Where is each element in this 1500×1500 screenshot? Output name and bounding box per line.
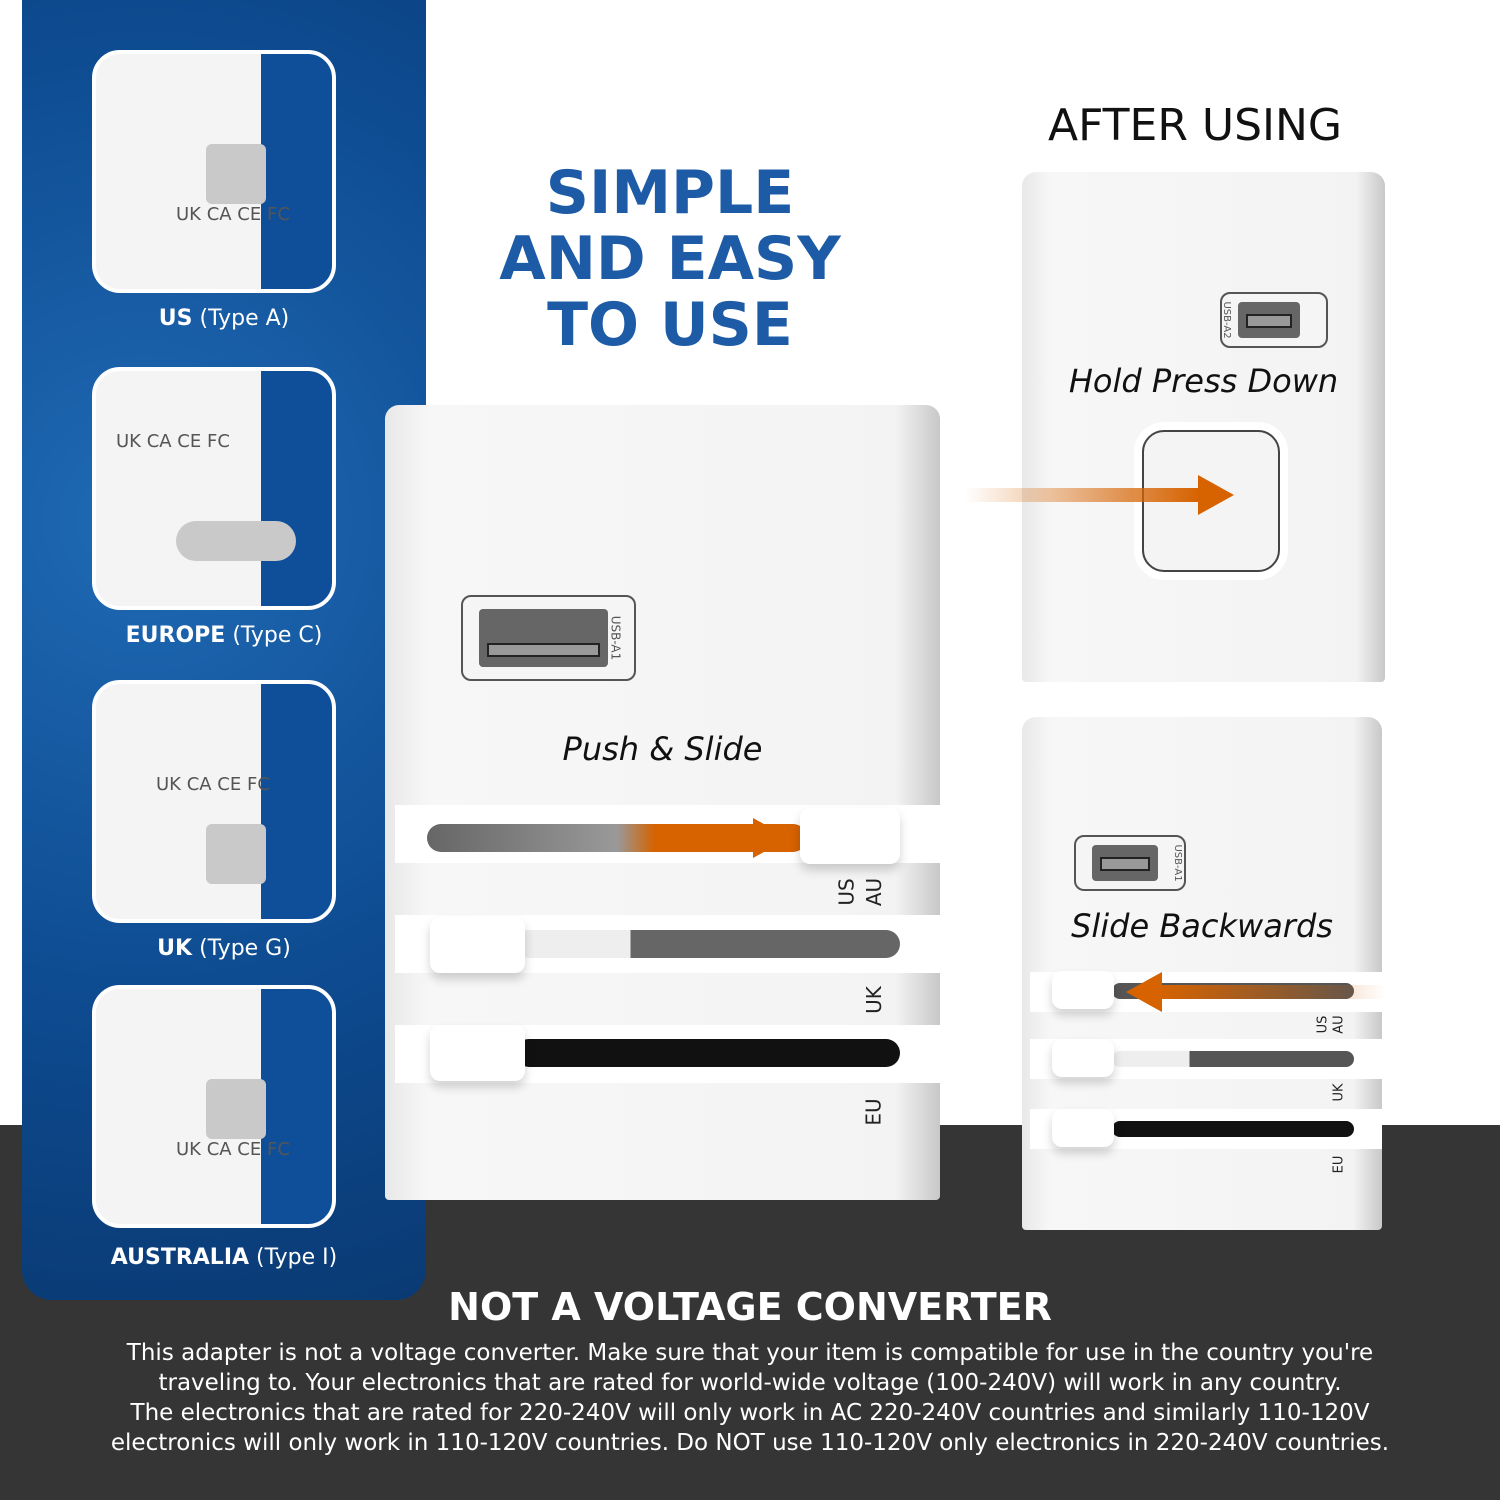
uk-slider-track[interactable] <box>515 930 900 958</box>
instruction-text: Hold Press Down <box>1068 362 1339 400</box>
cert-marks: UK CA CE FC <box>116 431 230 452</box>
plug-image <box>176 521 296 561</box>
instruction-text: Slide Backwards <box>1071 907 1333 945</box>
after-using-heading: AFTER USING <box>1048 100 1342 151</box>
plug-image <box>206 144 266 204</box>
warning-text: This adapter is not a voltage converter.… <box>110 1340 1390 1456</box>
eu-slider-knob[interactable] <box>430 1025 525 1081</box>
main-adapter: USB-A1 Push & Slide US AU UK EU <box>385 405 940 1200</box>
plug-label-europe: EUROPE (Type C) <box>125 623 323 648</box>
eu-slider-track[interactable] <box>515 1039 900 1067</box>
adapter-slide-back: USB-A1 Slide Backwards US AU UK EU <box>1022 717 1382 1230</box>
adapter-after-using: USB-A2 Hold Press Down <box>1022 172 1385 682</box>
eu-slider-track[interactable] <box>1112 1121 1354 1137</box>
plug-card-uk: UK CA CE FC <box>92 680 336 923</box>
usb-port: USB-A1 <box>461 595 636 681</box>
plug-label-us: US (Type A) <box>158 306 290 331</box>
cert-marks: UK CA CE FC <box>156 774 270 795</box>
press-arrow <box>965 475 1234 515</box>
cert-marks: UK CA CE FC <box>176 204 290 225</box>
usb-port: USB-A2 <box>1220 292 1328 348</box>
warning-title: NOT A VOLTAGE CONVERTER <box>448 1285 1052 1329</box>
plug-card-australia: UK CA CE FC <box>92 985 336 1228</box>
us-au-slider-knob[interactable] <box>800 808 900 864</box>
usb-port: USB-A1 <box>1074 835 1186 891</box>
push-arrow <box>660 818 789 858</box>
instruction-text: Push & Slide <box>562 730 763 768</box>
cert-marks: UK CA CE FC <box>176 1139 290 1160</box>
plug-image <box>206 824 266 884</box>
plug-label-uk: UK (Type G) <box>157 936 291 961</box>
eu-slider-knob[interactable] <box>1052 1109 1114 1147</box>
plug-card-europe: UK CA CE FC <box>92 367 336 610</box>
plug-card-us: UK CA CE FC <box>92 50 336 293</box>
slide-back-arrow <box>1126 972 1385 1012</box>
uk-slider-knob[interactable] <box>1052 1039 1114 1077</box>
uk-slider-track[interactable] <box>1112 1051 1354 1067</box>
uk-slider-knob[interactable] <box>430 917 525 973</box>
plug-image <box>206 1079 266 1139</box>
plug-label-australia: AUSTRALIA (Type I) <box>110 1245 338 1270</box>
us-au-slider-knob[interactable] <box>1052 971 1114 1009</box>
